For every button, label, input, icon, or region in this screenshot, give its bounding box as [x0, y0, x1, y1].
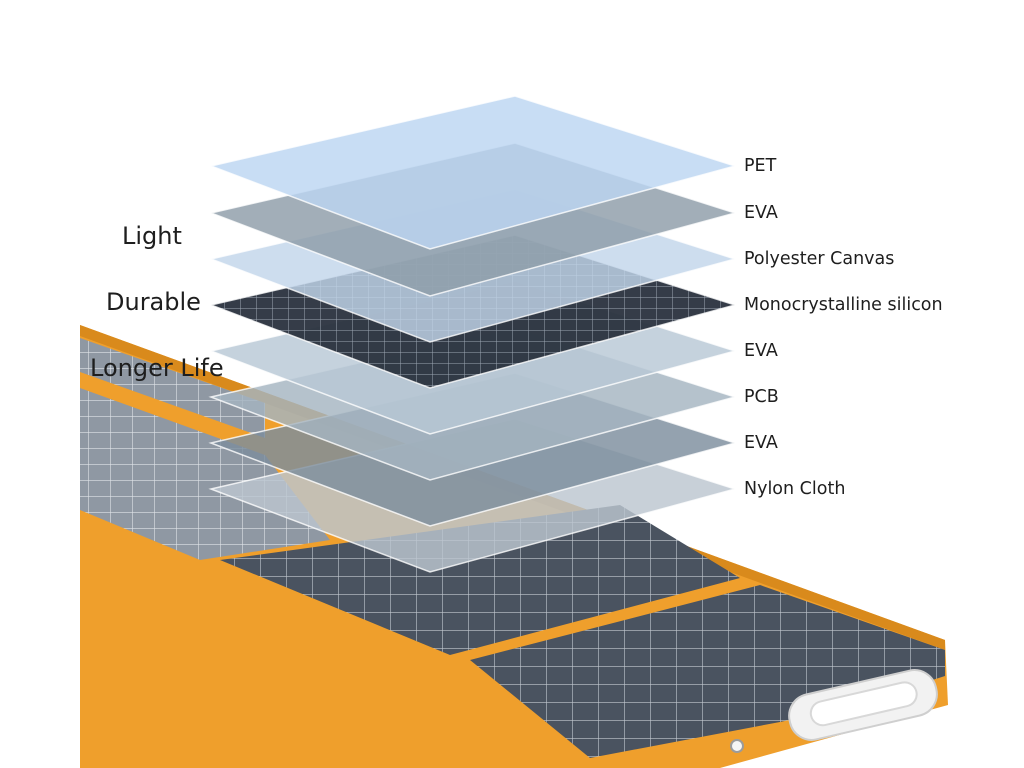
layer-label-nylon-cloth: Nylon Cloth	[744, 479, 846, 499]
panel-section-1	[80, 338, 265, 438]
layer-label-polyester-canvas: Polyester Canvas	[744, 249, 895, 269]
layer-label-pcb: PCB	[744, 387, 779, 407]
panel-section-4	[470, 585, 945, 758]
layer-label-pet: PET	[744, 156, 777, 176]
layer-label-monocrystalline-silicon: Monocrystalline silicon	[744, 295, 943, 315]
carry-handle	[788, 669, 938, 741]
panel-section-2	[80, 388, 330, 560]
leader-lines	[735, 165, 740, 490]
layer-label-eva-1: EVA	[744, 203, 778, 223]
feature-durable: Durable	[106, 288, 201, 316]
layer-stack	[208, 95, 738, 573]
layer-label-eva-3: EVA	[744, 433, 778, 453]
feature-longer-life: Longer Life	[90, 354, 224, 382]
layer-label-eva-2: EVA	[744, 341, 778, 361]
panel-section-3	[220, 505, 740, 655]
feature-light: Light	[122, 222, 182, 250]
grommet-icon	[730, 739, 744, 753]
